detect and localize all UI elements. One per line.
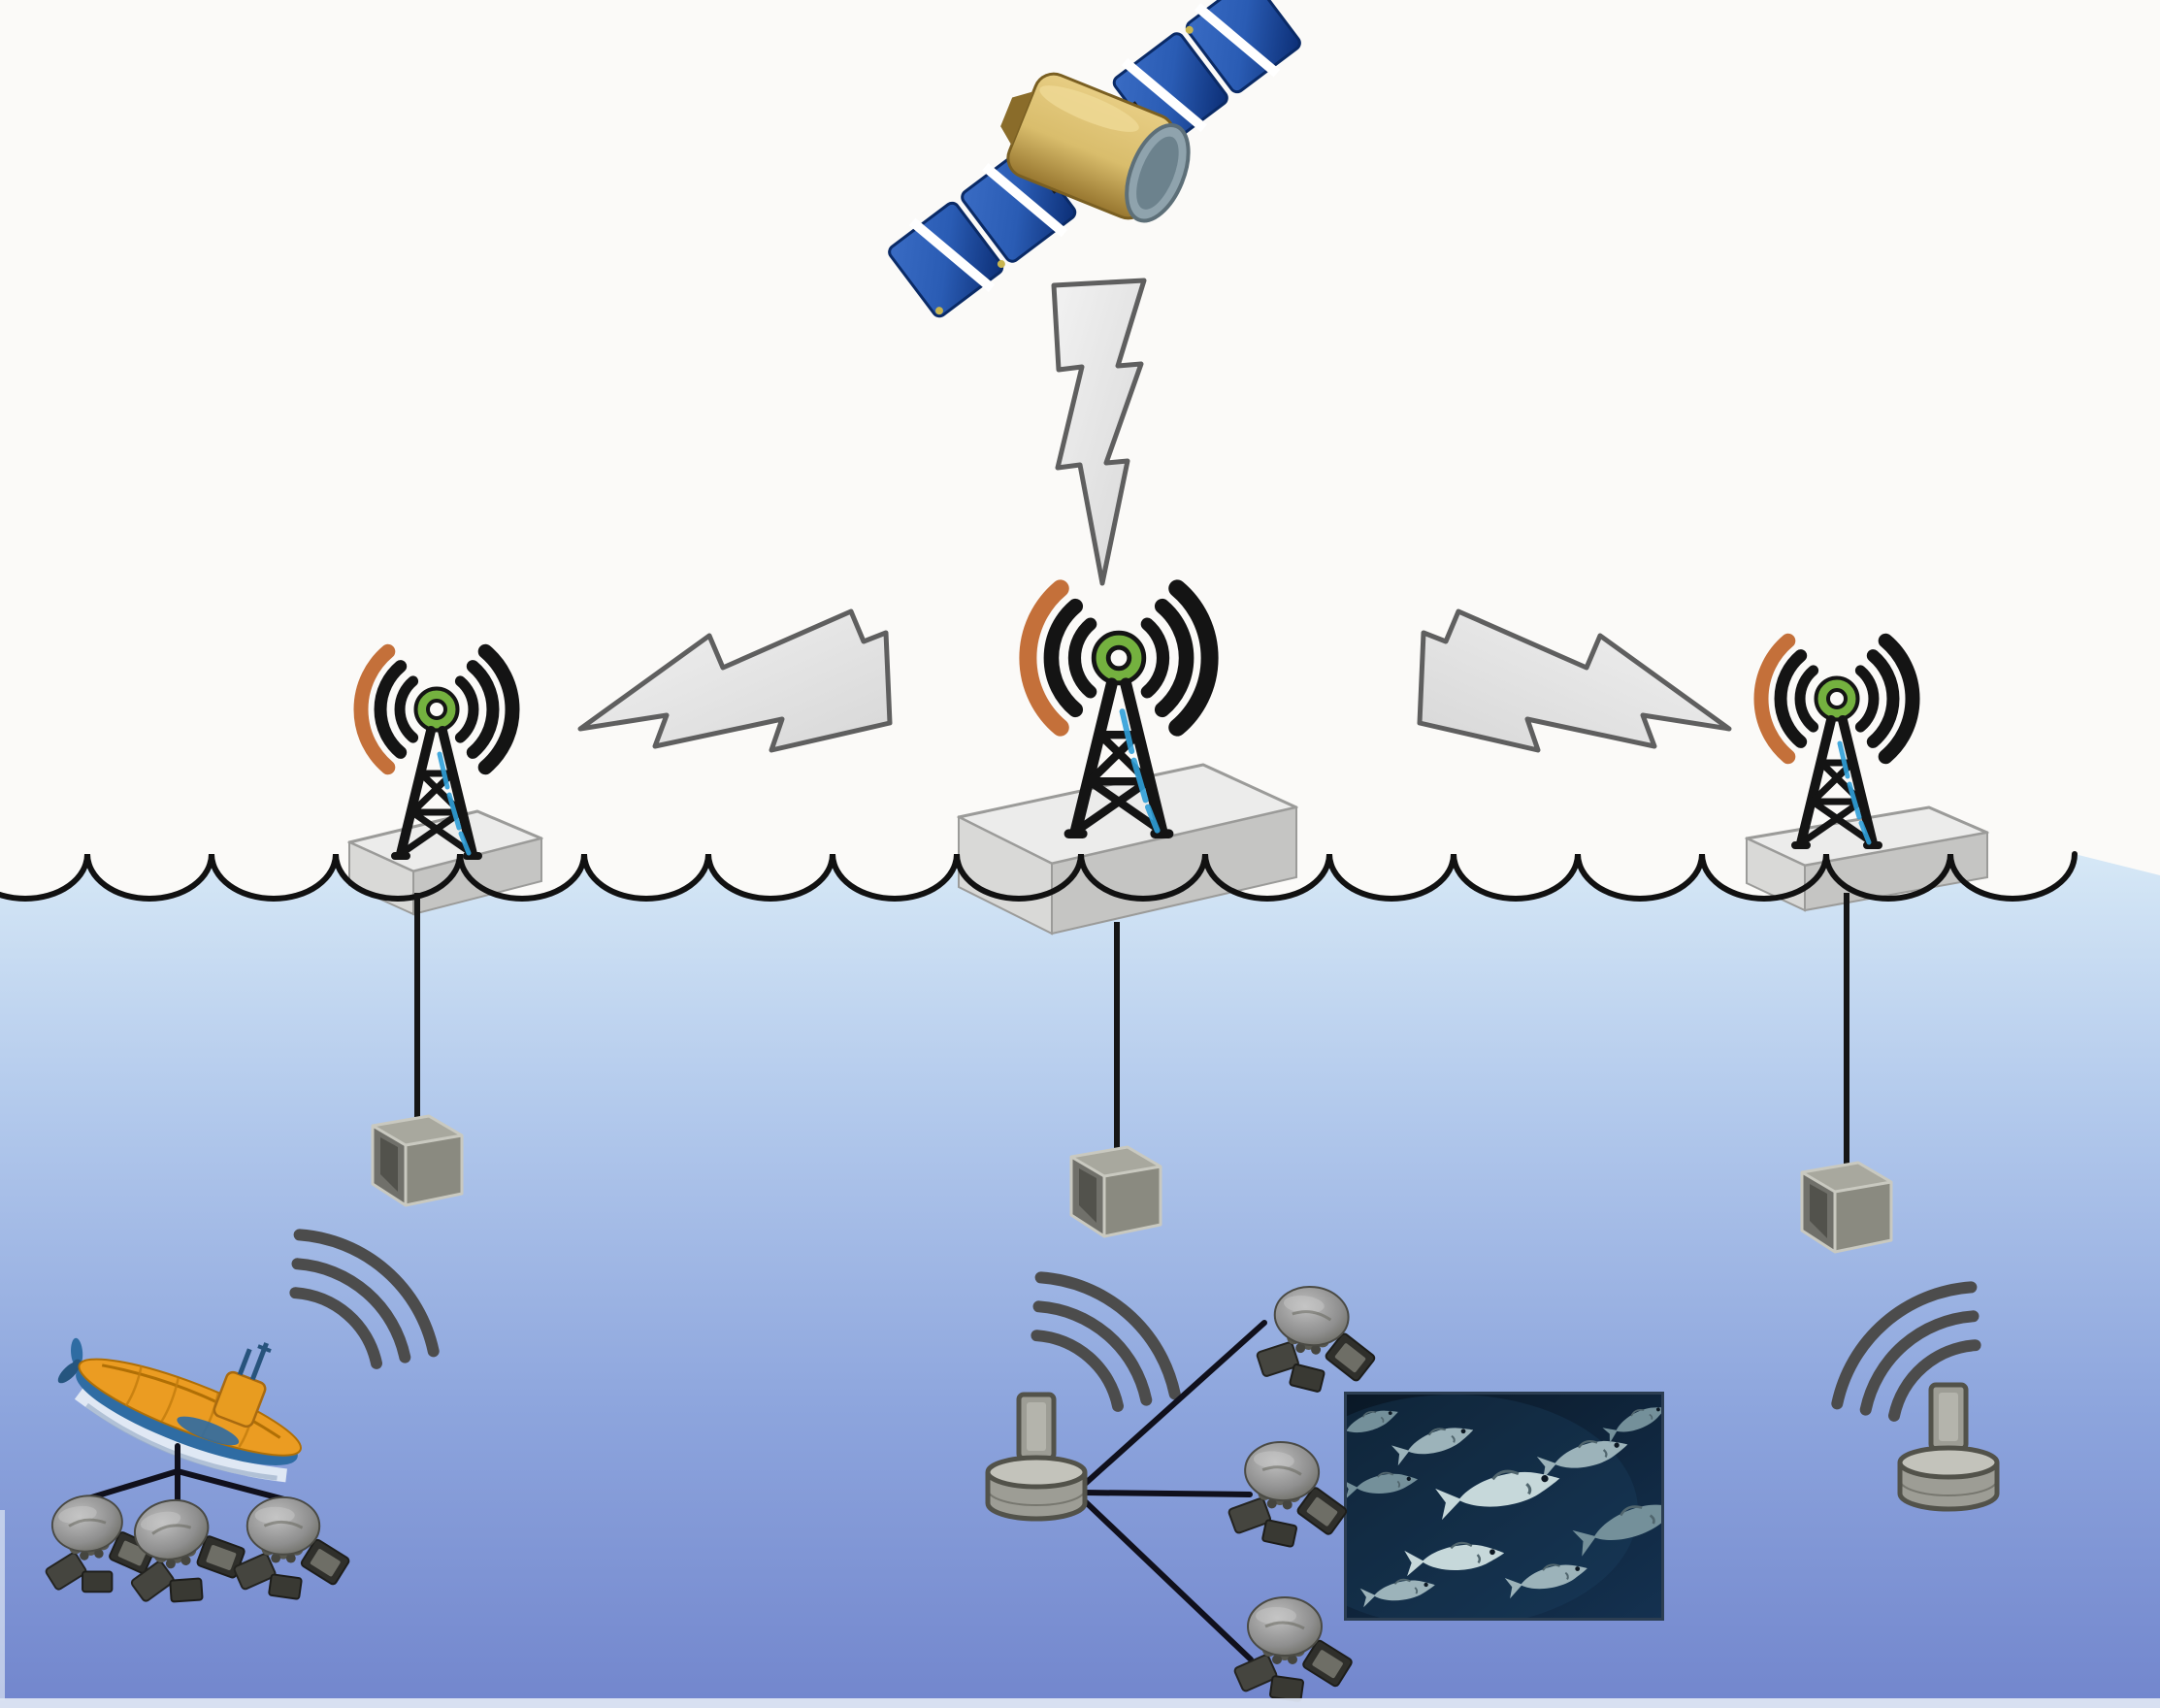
moored-acoustic-modem-right	[1800, 1161, 1893, 1254]
transducer-sensor-links	[1081, 1320, 1267, 1662]
solar-panel-array	[888, 0, 1301, 318]
left-edge-strip	[0, 1510, 5, 1700]
satellite-body	[1000, 72, 1191, 223]
communication-satellite	[888, 0, 1301, 318]
bottom-edge-strip	[0, 1698, 2160, 1708]
submarine-sail	[213, 1342, 272, 1429]
moored-acoustic-modem-center	[1069, 1145, 1162, 1238]
surface-buoy-center	[957, 763, 1298, 936]
fish-school-photo	[1344, 1392, 1664, 1621]
moored-acoustic-modem-left	[371, 1114, 464, 1207]
satellite-downlink-bolt	[1051, 278, 1147, 586]
sea-surface-wave-line	[0, 851, 2078, 902]
